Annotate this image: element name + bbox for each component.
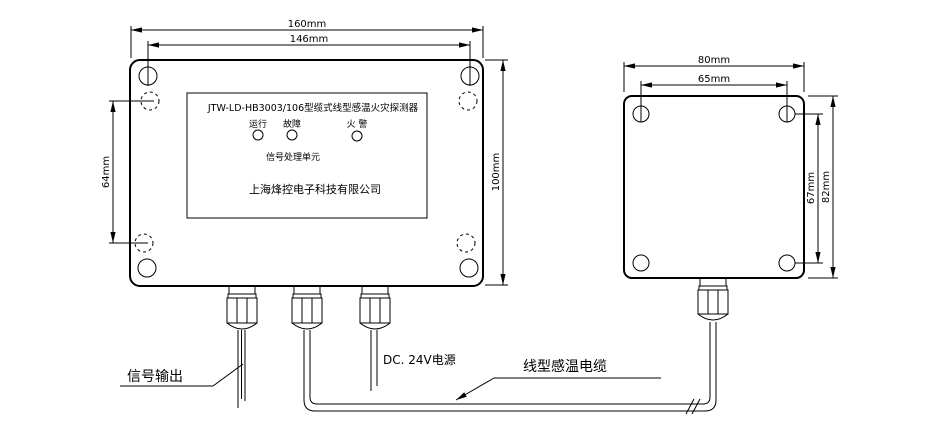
mount-hole-top-right [458, 91, 478, 111]
left-view [129, 59, 484, 408]
label-panel [186, 92, 428, 219]
power-supply-label: DC. 24V电源 [383, 353, 456, 367]
cable-gland-1 [226, 285, 258, 330]
right-hole-bottom-right [778, 254, 796, 272]
right-enclosure-outline [623, 95, 805, 279]
right-view [623, 95, 805, 321]
cable-gland-3 [359, 285, 391, 330]
screw-hole-bottom-right [459, 258, 479, 278]
sensing-cable-outer [303, 322, 717, 412]
dim-label-65mm: 65mm [698, 74, 730, 85]
dim-label-67mm: 67mm [806, 172, 817, 204]
led-fire-label: 火 警 [347, 118, 368, 130]
cable-break-mark [685, 398, 695, 415]
detector-title: JTW-LD-HB3003/106型缆式线型感温火灾探测器 [207, 102, 419, 114]
left-dimensions [109, 26, 508, 286]
signal-output-leader [212, 363, 244, 387]
led-run-label: 运行 [249, 118, 267, 130]
dim-label-100mm: 100mm [491, 153, 502, 192]
power-wires [370, 330, 378, 391]
mount-hole-bottom-right [456, 233, 476, 253]
cable-gland-2 [291, 285, 323, 330]
cable-gland-right [697, 277, 729, 321]
led-fire-indicator [351, 130, 363, 142]
led-fault-indicator [286, 129, 298, 141]
signal-output-wires [237, 330, 246, 408]
company-name: 上海烽控电子科技有限公司 [249, 182, 381, 196]
sensing-cable-inner [309, 322, 711, 405]
left-enclosure-outline [129, 59, 484, 287]
dim-label-146mm: 146mm [290, 34, 329, 45]
mount-hole-top-left [140, 91, 160, 111]
mount-hole-bottom-left [134, 233, 154, 253]
sensing-cable-leader [455, 377, 495, 401]
sensing-cable-label: 线型感温电缆 [523, 358, 607, 375]
dim-label-64mm: 64mm [101, 156, 112, 188]
led-run-indicator [252, 129, 264, 141]
unit-label: 信号处理单元 [266, 151, 320, 163]
cabling [120, 322, 717, 415]
right-dimensions [623, 62, 838, 279]
dim-label-82mm: 82mm [821, 171, 832, 203]
cable-break-mark [691, 398, 701, 415]
led-fault-label: 故障 [283, 118, 301, 130]
right-hole-bottom-left [632, 254, 650, 272]
dim-label-80mm: 80mm [698, 55, 730, 66]
dim-label-160mm: 160mm [288, 19, 327, 30]
signal-output-label: 信号输出 [127, 369, 183, 385]
screw-hole-bottom-left [137, 258, 157, 278]
